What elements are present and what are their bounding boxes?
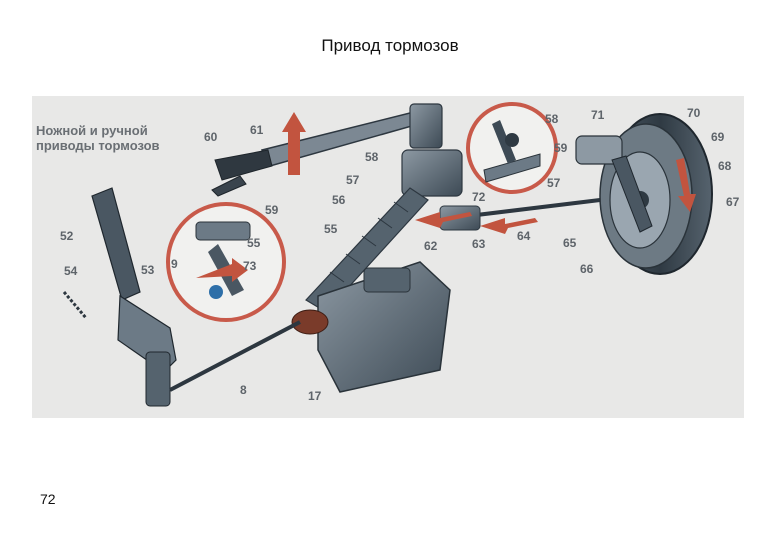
inset-detail-pawl <box>466 102 558 194</box>
diagram-heading-line1: Ножной и ручной <box>36 123 148 138</box>
brake-drum <box>575 113 713 275</box>
callout-55: 55 <box>324 222 338 236</box>
callout-67: 67 <box>726 195 740 209</box>
master-cylinder <box>291 261 451 393</box>
callout-64: 64 <box>517 229 531 243</box>
callout-66: 66 <box>580 262 594 276</box>
callout-54: 54 <box>64 264 78 278</box>
callout-59: 59 <box>265 203 279 217</box>
diagram-heading: Ножной и ручной приводы тормозов <box>36 123 186 153</box>
callout-56: 56 <box>332 193 346 207</box>
callout-71: 71 <box>591 108 605 122</box>
callout-73: 73 <box>243 259 257 273</box>
drum-arrow <box>676 158 696 212</box>
callout-68: 68 <box>718 159 732 173</box>
cable-arrow-1 <box>480 218 538 234</box>
callout-60: 60 <box>204 130 218 144</box>
lever-up-arrow <box>282 112 306 175</box>
page-number: 72 <box>40 491 56 507</box>
ratchet-mechanism <box>305 149 463 313</box>
callout-8: 8 <box>240 383 247 397</box>
callout-58: 58 <box>365 150 379 164</box>
callout-63: 63 <box>472 237 486 251</box>
brake-cable <box>415 198 601 234</box>
brake-pedal-assembly <box>62 187 301 407</box>
callout-70: 70 <box>687 106 701 120</box>
callout-59-inset: 59 <box>554 141 568 155</box>
callout-69: 69 <box>711 130 725 144</box>
callout-61: 61 <box>250 123 264 137</box>
cable-arrow-2 <box>415 212 472 228</box>
callout-72: 72 <box>472 190 486 204</box>
callout-65: 65 <box>563 236 577 250</box>
callout-52: 52 <box>60 229 74 243</box>
diagram-heading-line2: приводы тормозов <box>36 138 160 153</box>
callout-17: 17 <box>308 389 322 403</box>
hand-brake-lever <box>211 103 443 197</box>
page-title: Привод тормозов <box>321 36 459 55</box>
inset-detail-ratchet <box>166 202 286 322</box>
callout-57-inset: 57 <box>547 176 561 190</box>
callout-62: 62 <box>424 239 438 253</box>
callout-57: 57 <box>346 173 360 187</box>
callout-55-inset: 55 <box>247 236 261 250</box>
callout-9: 9 <box>171 257 178 271</box>
callout-58-inset: 58 <box>545 112 559 126</box>
callout-53: 53 <box>141 263 155 277</box>
